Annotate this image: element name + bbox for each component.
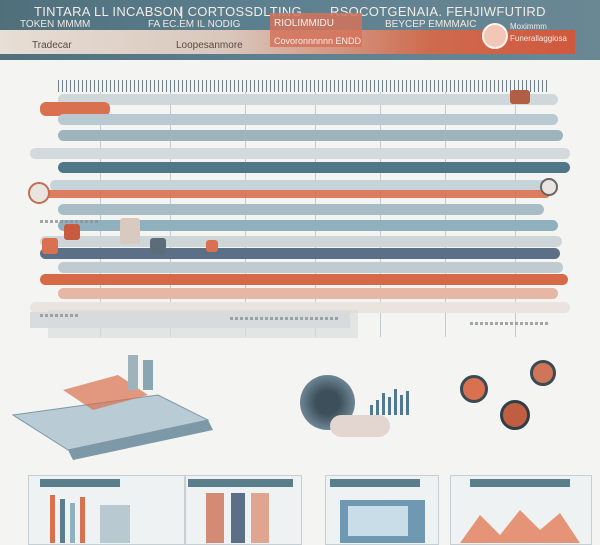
- stat-bar: [376, 400, 379, 415]
- panel-header: [40, 479, 120, 487]
- grey-panel: [48, 310, 358, 338]
- timeline-bar: [58, 204, 544, 215]
- timeline-bar-accent: [40, 274, 568, 285]
- panel-header: [330, 479, 420, 487]
- header-right-line-1: Moximmm: [510, 22, 547, 31]
- panel-bars-graphic: [206, 493, 269, 543]
- timeline-node-icon: [540, 178, 558, 196]
- timeline-bar: [50, 180, 550, 191]
- image-thumb-icon: [120, 218, 140, 244]
- header-sub-right: BEYCEP EMMMAIC: [385, 19, 477, 30]
- orange-square-icon: [64, 224, 80, 240]
- gauge-icon: [500, 400, 530, 430]
- timeline-bar: [40, 236, 562, 247]
- timeline-bar: [58, 94, 558, 105]
- stat-bar: [400, 395, 403, 415]
- placeholder-text: [40, 220, 100, 223]
- chip-label-top: RIOLIMMIDU: [274, 18, 334, 29]
- gauge-icon: [460, 375, 488, 403]
- tick-strip: [58, 80, 550, 92]
- timeline-bar-dark: [40, 248, 560, 259]
- timeline-bar-accent: [40, 102, 110, 116]
- device-illustration: [11, 355, 213, 460]
- header-chip: [270, 13, 362, 47]
- header-title-left: TINTARA LL INCABSON: [34, 4, 183, 19]
- panel-header: [188, 479, 293, 487]
- placeholder-text: [470, 322, 550, 325]
- timeline-bar: [58, 262, 563, 273]
- orange-square-icon: [206, 240, 218, 252]
- header-right-line-2: Funerallaggiosa: [510, 34, 567, 43]
- panel-orange-graphic: [460, 510, 580, 543]
- header-row2-mid: Loopesanmore: [176, 40, 243, 51]
- timeline-bar: [58, 220, 558, 231]
- capsule-icon: [330, 415, 390, 437]
- orange-square-icon: [510, 90, 530, 104]
- orange-square-icon: [42, 238, 58, 254]
- timeline-bar: [58, 288, 558, 299]
- timeline-bar: [30, 148, 570, 159]
- timeline-bar-accent: [30, 190, 550, 198]
- gauge-icon: [530, 360, 556, 386]
- timeline-bar: [30, 302, 570, 313]
- panel-header: [470, 479, 570, 487]
- timeline-bar-dark: [58, 162, 570, 173]
- header-sub-left: TOKEN MMMM: [20, 19, 91, 30]
- header-row2-left: Tradecar: [32, 40, 72, 51]
- illustration-area: [0, 345, 600, 545]
- panel-bars-graphic: [50, 495, 130, 543]
- placeholder-text: [40, 314, 80, 317]
- avatar-circle-icon: [482, 23, 508, 49]
- stat-bar: [382, 393, 385, 415]
- timeline-node-icon: [28, 182, 50, 204]
- timeline-bar: [58, 130, 563, 141]
- stat-bar: [370, 405, 373, 415]
- header-title-right: RSOCOTGENAIA. FEHJIWFUTIRD: [330, 4, 546, 19]
- timeline-chart: [0, 62, 600, 350]
- header-sub-mid: FA EC.EM IL NODIG: [148, 19, 241, 30]
- stat-bar: [388, 397, 391, 415]
- stat-bar: [394, 389, 397, 415]
- chip-label-bottom: Covoronnnnnn ENDD: [274, 36, 362, 46]
- timeline-bar: [58, 114, 558, 125]
- panel-screen-graphic: [340, 500, 425, 543]
- placeholder-text: [230, 317, 340, 320]
- stat-bar: [406, 391, 409, 415]
- square-icon: [150, 238, 166, 254]
